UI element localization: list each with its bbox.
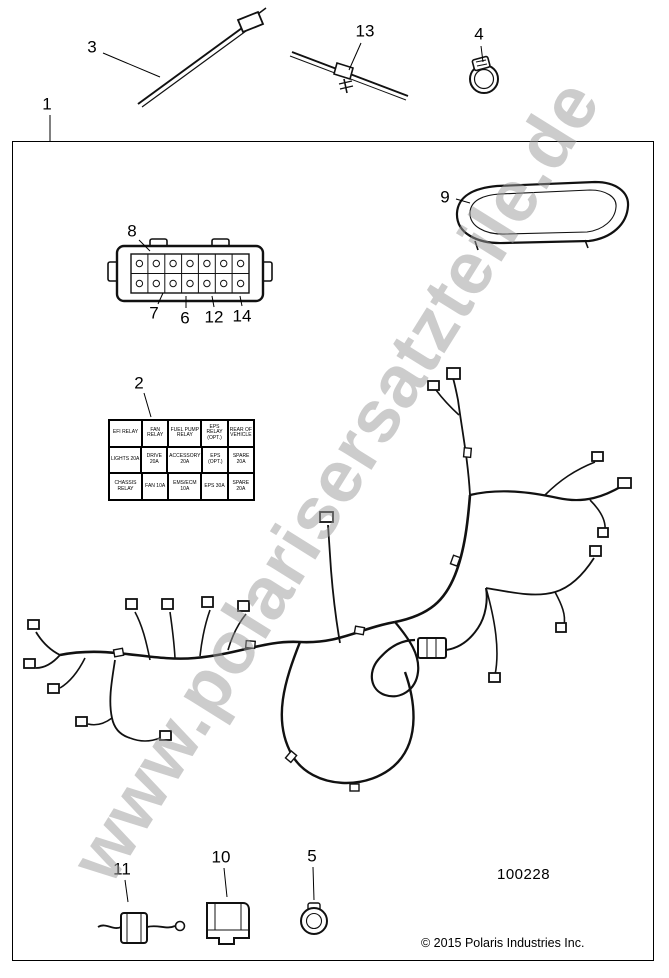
fuse-decal-cell: CHASSIS RELAY — [109, 473, 143, 501]
diagram-frame — [12, 141, 654, 961]
fuse-decal-row: EFI RELAY FAN RELAY FUEL PUMP RELAY EPS … — [109, 420, 255, 447]
fuse-decal-cell: LIGHTS 20A — [109, 446, 142, 474]
callout-12: 12 — [204, 307, 224, 327]
fuse-decal-row: LIGHTS 20A DRIVE 20A ACCESSORY 20A EPS (… — [109, 446, 255, 474]
fuse-decal-cell: FAN 10A — [142, 473, 169, 501]
clamp-illustration — [469, 55, 499, 94]
fuse-decal-cell: SPARE 20A — [227, 473, 255, 501]
callout-11: 11 — [113, 859, 131, 879]
cable-tie-illustration — [137, 7, 267, 108]
fuse-decal-cell: EPS (OPT.) — [202, 446, 229, 474]
inline-fuse-illustration — [97, 912, 186, 944]
fuse-decal-cell: EFI RELAY — [109, 420, 143, 447]
callout-7: 7 — [149, 303, 159, 323]
callout-3: 3 — [87, 37, 97, 57]
connector-block-illustration — [107, 238, 273, 303]
fuse-decal-cell: EPS 30A — [201, 473, 228, 501]
connector-plug-illustration — [206, 902, 250, 945]
callout-14: 14 — [232, 306, 252, 326]
cover-housing-illustration — [455, 180, 630, 251]
part-number: 100228 — [497, 866, 551, 883]
fuse-decal-cell: FUEL PUMP RELAY — [168, 420, 202, 447]
callout-4: 4 — [474, 24, 484, 44]
push-mount-tie-illustration — [289, 51, 409, 101]
fuse-box-decal: EFI RELAY FAN RELAY FUEL PUMP RELAY EPS … — [108, 419, 255, 501]
callout-2: 2 — [134, 373, 144, 393]
fuse-decal-cell: SPARE 20A — [228, 446, 255, 474]
fuse-decal-cell: DRIVE 20A — [141, 446, 168, 474]
callout-6: 6 — [180, 308, 190, 328]
fuse-decal-cell: FAN RELAY — [142, 420, 169, 447]
wiring-harness-illustration — [23, 367, 632, 792]
fuse-decal-row: CHASSIS RELAY FAN 10A EMS/ECM 10A EPS 30… — [109, 473, 255, 501]
callout-leader-lines — [49, 42, 484, 903]
callout-9: 9 — [440, 187, 450, 207]
fuse-decal-cell: ACCESSORY 20A — [167, 446, 203, 474]
callout-8: 8 — [127, 221, 137, 241]
fuse-decal-cell: EMS/ECM 10A — [168, 473, 202, 501]
callout-13: 13 — [355, 21, 375, 41]
callout-1: 1 — [42, 94, 52, 114]
copyright-notice: © 2015 Polaris Industries Inc. — [421, 936, 585, 950]
callout-5: 5 — [307, 846, 317, 866]
fuse-decal-cell: EPS RELAY (OPT.) — [201, 420, 228, 447]
callout-10: 10 — [211, 847, 231, 867]
round-plug-illustration — [300, 902, 328, 935]
fuse-decal-cell: REAR OF VEHICLE — [227, 420, 255, 447]
